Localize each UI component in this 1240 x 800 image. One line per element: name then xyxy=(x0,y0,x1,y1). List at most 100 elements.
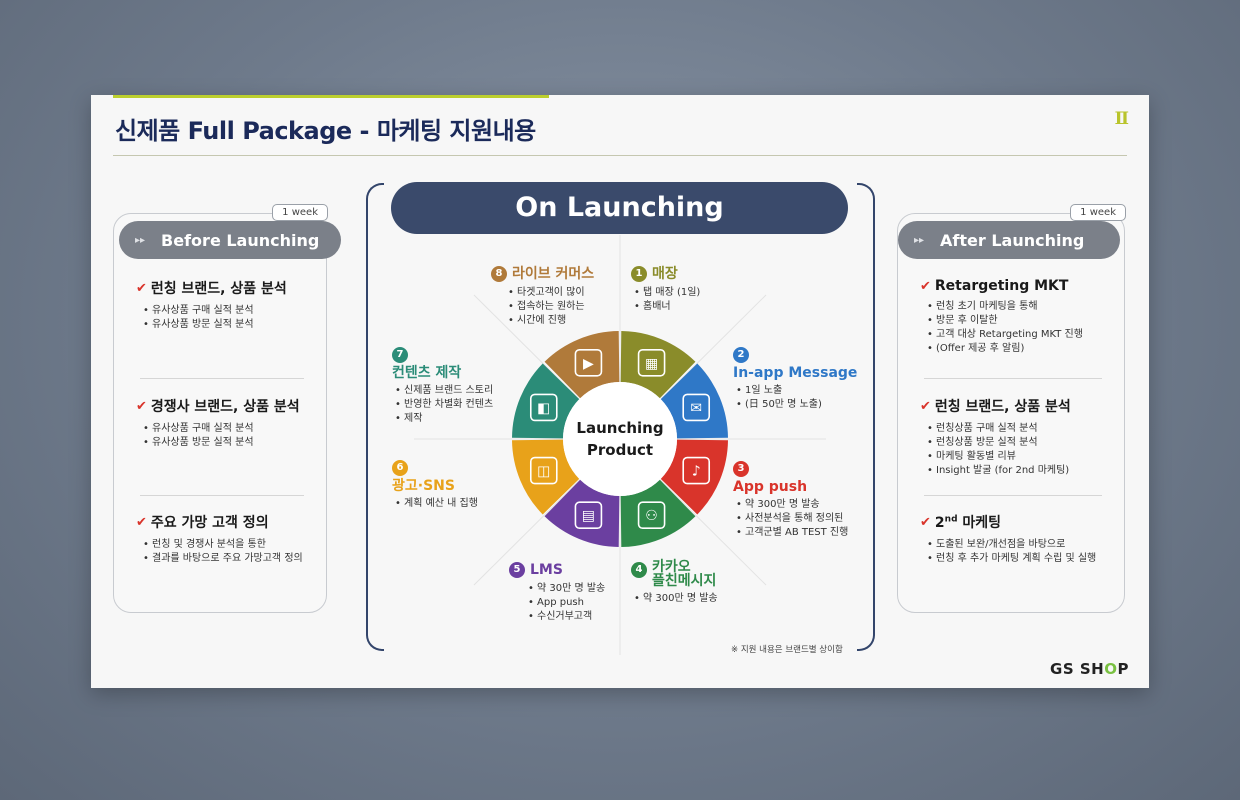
bullet: 유사상품 방문 실적 분석 xyxy=(143,318,316,332)
before-section-1: ✔런칭 브랜드, 상품 분석 유사상품 구매 실적 분석 유사상품 방문 실적 … xyxy=(136,278,316,333)
section-divider xyxy=(140,495,304,496)
live-icon: ▶ xyxy=(583,356,594,372)
number-badge: 3 xyxy=(733,461,749,477)
segment-title: 컨텐츠 제작 xyxy=(392,365,462,381)
double-chevron-icon: ▸▸ xyxy=(914,234,925,246)
bullet-continuation: 시간에 진행 xyxy=(508,314,594,328)
bullet: 도출된 보완/개선점을 바탕으로 xyxy=(927,538,1114,552)
number-badge: 7 xyxy=(392,347,408,363)
before-section-2: ✔경쟁사 브랜드, 상품 분석 유사상품 구매 실적 분석 유사상품 방문 실적… xyxy=(136,396,316,451)
segment-2-label: 2In-app Message 1일 노출(日 50만 명 노출) xyxy=(733,347,857,412)
segment-title: 라이브 커머스 xyxy=(512,266,595,282)
before-section-3: ✔주요 가망 고객 정의 런칭 및 경쟁사 분석을 통한 결과를 바탕으로 주요… xyxy=(136,512,316,567)
bullet: 홈배너 xyxy=(634,300,700,314)
number-badge: 1 xyxy=(631,266,647,282)
chat-icon-frame xyxy=(682,393,711,422)
bullet-continuation: 고객 대상 Retargeting MKT 진행 xyxy=(927,328,1114,342)
number-badge: 4 xyxy=(631,562,647,578)
before-launching-header: ▸▸ Before Launching xyxy=(119,221,341,259)
bullet: 약 30만 명 발송 xyxy=(528,582,605,596)
bullet-continuation: 반영한 차별화 컨텐츠 xyxy=(395,398,493,412)
section-title: Retargeting MKT xyxy=(934,278,1069,294)
bullet: Insight 발굴 (for 2nd 마케팅) xyxy=(927,464,1114,478)
after-launching-header: ▸▸ After Launching xyxy=(898,221,1120,259)
right-bracket xyxy=(857,183,875,651)
wheel-segment-3 xyxy=(660,439,728,515)
section-mark: Ⅱ xyxy=(1114,109,1129,129)
wheel-graphic: ▦✉♪⚇▤◫◧▶ Launching Product xyxy=(414,235,826,655)
on-launching-header: On Launching xyxy=(391,182,848,234)
bullet: 약 300만 명 발송 xyxy=(736,498,848,512)
number-badge: 6 xyxy=(392,460,408,476)
bullet: 1일 노출 xyxy=(736,384,857,398)
title-divider xyxy=(113,155,1127,156)
left-bracket xyxy=(366,183,384,651)
section-title: 런칭 브랜드, 상품 분석 xyxy=(150,281,287,297)
hub-line-2: Product xyxy=(587,441,653,459)
bullet: App push xyxy=(528,596,605,610)
bullet: 사전분석을 통해 정의된 xyxy=(736,512,848,526)
number-badge: 8 xyxy=(491,266,507,282)
bell-icon-frame xyxy=(682,456,711,485)
bullet-continuation: 수신거부고객 xyxy=(528,610,605,624)
group-icon-frame xyxy=(637,501,666,530)
bullet: 결과를 바탕으로 주요 가망고객 정의 xyxy=(143,552,316,566)
duration-badge: 1 week xyxy=(1070,204,1126,221)
hub-line-1: Launching xyxy=(576,419,663,437)
double-chevron-icon: ▸▸ xyxy=(135,234,146,246)
bullet-continuation: 방문 후 이탈한 xyxy=(927,314,1114,328)
check-icon: ✔ xyxy=(136,280,147,296)
section-divider xyxy=(924,378,1102,379)
bullet: 유사상품 구매 실적 분석 xyxy=(143,422,316,436)
section-title: 2nd 마케팅 xyxy=(934,514,1002,531)
before-launching-panel: ▸▸ Before Launching 1 week ✔런칭 브랜드, 상품 분… xyxy=(113,204,341,613)
ad-icon-frame xyxy=(529,456,558,485)
chat-icon: ✉ xyxy=(690,400,702,416)
bullet-continuation: 제작 xyxy=(395,412,493,426)
bullet: 유사상품 구매 실적 분석 xyxy=(143,304,316,318)
wheel-segment-1 xyxy=(620,331,696,399)
bullet: 계획 예산 내 집행 xyxy=(395,497,478,511)
content-icon-frame xyxy=(529,393,558,422)
after-section-3: ✔2nd 마케팅 도출된 보완/개선점을 바탕으로 런칭 후 추가 마케팅 계획… xyxy=(920,512,1114,566)
message-icon-frame xyxy=(574,501,603,530)
launching-wheel: ▦✉♪⚇▤◫◧▶ Launching Product xyxy=(414,235,826,655)
bullet: 약 300만 명 발송 xyxy=(634,592,718,606)
bullet-continuation: (Offer 제공 후 알림) xyxy=(927,342,1114,356)
check-icon: ✔ xyxy=(920,278,931,294)
wheel-segment-8 xyxy=(544,331,620,399)
number-badge: 5 xyxy=(509,562,525,578)
segment-6-label: 6 광고·SNS 계획 예산 내 집행 xyxy=(392,460,478,511)
bell-icon: ♪ xyxy=(692,464,701,480)
after-launching-title: After Launching xyxy=(940,230,1085,250)
number-badge: 2 xyxy=(733,347,749,363)
bullet: 런칭상품 방문 실적 분석 xyxy=(927,436,1114,450)
check-icon: ✔ xyxy=(136,514,147,530)
check-icon: ✔ xyxy=(136,398,147,414)
message-icon: ▤ xyxy=(582,508,595,524)
segment-5-label: 5 LMS 약 30만 명 발송App push수신거부고객 xyxy=(509,562,605,624)
after-section-2: ✔런칭 브랜드, 상품 분석 런칭상품 구매 실적 분석 런칭상품 방문 실적 … xyxy=(920,396,1114,479)
wheel-segment-2 xyxy=(660,363,728,439)
section-title: 런칭 브랜드, 상품 분석 xyxy=(934,399,1071,415)
check-icon: ✔ xyxy=(920,514,931,530)
bullet-continuation: 접속하는 원하는 xyxy=(508,300,594,314)
bullet: 유사상품 방문 실적 분석 xyxy=(143,436,316,450)
wheel-segment-6 xyxy=(512,439,580,515)
segment-title: 광고·SNS xyxy=(392,478,455,494)
segment-title: App push xyxy=(733,479,808,495)
bullet: 신제품 브랜드 스토리 xyxy=(395,384,493,398)
segment-title: In-app Message xyxy=(733,365,858,381)
ad-icon: ◫ xyxy=(537,464,550,480)
bullet: 런칭 및 경쟁사 분석을 통한 xyxy=(143,538,316,552)
segment-title: 매장 xyxy=(652,266,678,282)
bullet-continuation: (日 50만 명 노출) xyxy=(736,398,857,412)
top-accent-bar xyxy=(113,95,549,98)
segment-title: LMS xyxy=(530,562,563,578)
bullet: 런칭 초기 마케팅을 통해 xyxy=(927,300,1114,314)
